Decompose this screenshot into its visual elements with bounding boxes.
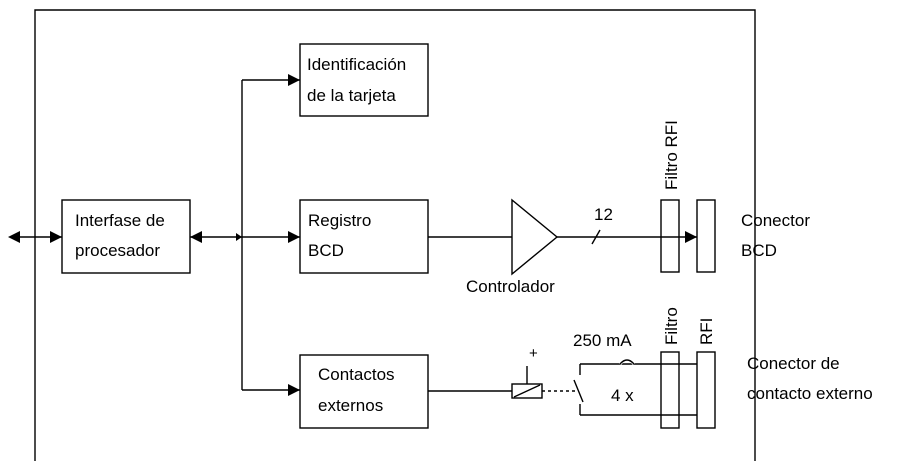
identification-block <box>299 43 429 117</box>
driver-label: Controlador <box>466 277 555 296</box>
rfi-filter-top <box>660 199 680 273</box>
external-contact-connector-block <box>696 351 716 429</box>
bus-width-slash <box>591 229 601 245</box>
relay-plus-label: + <box>529 345 538 362</box>
external-contacts-block <box>299 354 429 429</box>
bcd-register-label-2: BCD <box>308 241 344 260</box>
external-contact-connector-label-1: Conector de <box>747 354 840 373</box>
relay-coil-diagonal <box>513 384 541 398</box>
external-contacts-label-1: Contactos <box>318 365 395 384</box>
bus-width-label: 12 <box>594 205 613 224</box>
filter-bottom-label: Filtro <box>662 307 681 345</box>
driver-amplifier-symbol <box>511 198 559 276</box>
identification-branch-arrow <box>288 74 300 86</box>
bcd-register-label-1: Registro <box>308 211 371 230</box>
external-contact-connector-label-2: contacto externo <box>747 384 873 403</box>
bcd-register-block <box>299 199 429 274</box>
bcd-connector-label-2: BCD <box>741 241 777 260</box>
contacts-branch-arrow <box>288 384 300 396</box>
current-rating-label: 250 mA <box>573 331 632 350</box>
processor-interface-block <box>61 199 191 274</box>
rfi-bottom-label: RFI <box>697 318 716 345</box>
distribution-bus-junction-arrow <box>236 233 242 241</box>
internal-bus-arrow-left <box>190 231 202 243</box>
processor-interface-label-1: Interfase de <box>75 211 165 230</box>
filter-bottom <box>660 351 680 429</box>
processor-interface-label-2: procesador <box>75 241 160 260</box>
external-bus-arrow-right <box>50 231 62 243</box>
bcd-connector-arrow <box>685 231 697 243</box>
external-bus-arrow-left <box>8 231 20 243</box>
identification-label-2: de la tarjeta <box>307 86 396 105</box>
switch-blade <box>573 379 584 403</box>
bcd-connector-label-1: Conector <box>741 211 810 230</box>
bcd-connector-block <box>696 199 716 273</box>
rfi-filter-top-label: Filtro RFI <box>662 120 681 190</box>
external-contacts-label-2: externos <box>318 396 383 415</box>
multiplier-label: 4 x <box>611 386 634 405</box>
fuse-symbol-arc <box>619 359 635 365</box>
module-outline <box>34 9 756 461</box>
identification-label-1: Identificación <box>307 55 406 74</box>
internal-bus-arrow-right <box>288 231 300 243</box>
